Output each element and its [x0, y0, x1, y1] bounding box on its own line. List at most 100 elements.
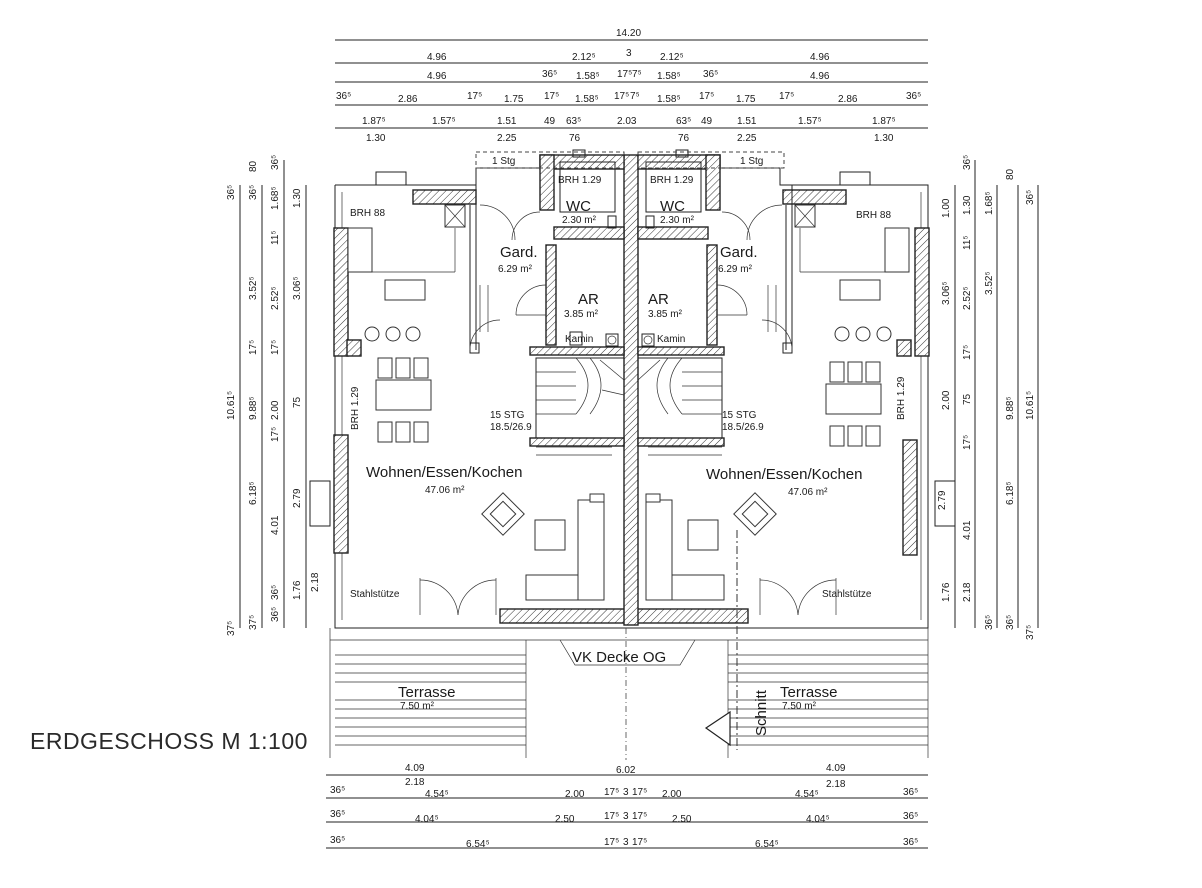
brh-label: BRH 1.29: [350, 386, 361, 430]
dim-left: 2.52⁵: [270, 286, 281, 310]
top-dimension-chains: 14.20 4.96 2.12⁵ 3 2.12⁵ 4.96 4.96 36⁵ 1…: [335, 28, 928, 144]
dim-left: 37⁵: [248, 615, 259, 630]
dim-top-4: 1.51: [497, 116, 517, 127]
dim-top-2: 17⁵: [617, 69, 632, 80]
dim-bottom-1: 4.09: [826, 763, 846, 774]
brh-label: BRH 88: [350, 208, 385, 219]
dim-right: 2.52⁵: [962, 286, 973, 310]
room-area-wc: 2.30 m²: [660, 215, 695, 226]
room-area-wc: 2.30 m²: [562, 215, 597, 226]
staircase-right: [637, 357, 725, 456]
dim-right: 36⁵: [962, 155, 973, 170]
right-dimension-chains: 10.61⁵ 9.88⁵ 6.18⁵ 3.52⁵ 2.52⁵ 3.06⁵ 1.3…: [937, 155, 1039, 640]
dim-right: 37⁵: [1025, 625, 1036, 640]
stairs-label: 15 STG: [490, 410, 525, 421]
dim-bottom-4: 6.54⁵: [466, 839, 490, 850]
dim-top-4b: 76: [569, 133, 581, 144]
dim-bottom-3: 17⁵: [604, 811, 619, 822]
left-dimension-chains: 10.61⁵ 9.88⁵ 3.52⁵ 6.18⁵ 2.52⁵ 3.06⁵ 1.3…: [226, 155, 321, 636]
dim-top-3: 1.58⁵: [657, 94, 681, 105]
step-label: 1 Stg: [492, 156, 515, 167]
dim-left: 4.01: [270, 515, 281, 535]
dim-bottom-2: 3: [623, 787, 629, 798]
brh-label: BRH 1.29: [650, 175, 694, 186]
column-label: Stahlstütze: [350, 589, 400, 600]
room-labels-left: 1 Stg BRH 1.29 WC 2.30 m² BRH 88 Gard. 6…: [350, 156, 602, 712]
dim-top-4: 1.87⁵: [362, 116, 386, 127]
dim-top-4b: 1.30: [366, 133, 386, 144]
dim-top-4: 1.57⁵: [798, 116, 822, 127]
dim-bottom-4: 17⁵: [632, 837, 647, 848]
dim-top-4b: 76: [678, 133, 690, 144]
dim-left: 11⁵: [270, 230, 281, 245]
furniture-right: [645, 204, 910, 601]
dim-top-4b: 1.30: [874, 133, 894, 144]
dim-top-3: 1.75: [736, 94, 756, 105]
dim-left: 36⁵: [270, 155, 281, 170]
dim-bottom-4: 36⁵: [330, 835, 345, 846]
dim-left: 3.06⁵: [292, 276, 303, 300]
bottom-dimension-chains: 4.09 6.02 4.09 2.18 2.18 36⁵ 4.54⁵ 2.00 …: [326, 763, 928, 850]
dim-top-3: 17⁵: [699, 91, 714, 102]
drawing-title: ERDGESCHOSS M 1:100: [30, 728, 308, 754]
dim-right: 4.01: [962, 520, 973, 540]
dim-top-4: 49: [701, 116, 713, 127]
dim-top-1: 3: [626, 48, 632, 59]
room-area-ar: 3.85 m²: [648, 309, 683, 320]
dim-top-3: 2.86: [398, 94, 418, 105]
section-marker: [704, 530, 738, 750]
entrance-step-left: [475, 151, 625, 169]
dim-bottom-2: 17⁵: [632, 787, 647, 798]
dim-right: 36⁵: [984, 615, 995, 630]
dim-bottom-1: 4.09: [405, 763, 425, 774]
dim-right: 6.18⁵: [1005, 481, 1016, 505]
dim-top-4: 1.57⁵: [432, 116, 456, 127]
door-swings: [419, 204, 837, 616]
column-label: Stahlstütze: [822, 589, 872, 600]
dim-left: 9.88⁵: [248, 396, 259, 420]
dim-right: 2.79: [937, 490, 948, 510]
interior-walls-left: [469, 185, 625, 356]
dim-top-3: 1.75: [504, 94, 524, 105]
ceiling-label: VK Decke OG: [572, 649, 666, 666]
terrace-hatching: [329, 628, 929, 760]
dim-left: 80: [248, 160, 259, 172]
terrace-name: Terrasse: [398, 684, 456, 701]
dim-top-4: 63⁵: [566, 116, 581, 127]
dim-bottom-4: 36⁵: [903, 837, 918, 848]
room-area-ar: 3.85 m²: [564, 309, 599, 320]
dim-top-2: 1.58⁵: [657, 71, 681, 82]
wc-block-right: [637, 149, 721, 240]
dim-left: 36⁵: [270, 607, 281, 622]
dim-left: 36⁵: [226, 185, 237, 200]
dim-top-3: 17⁵: [779, 91, 794, 102]
dim-bottom-1: 6.02: [616, 765, 636, 776]
dim-bottom-3: 36⁵: [903, 811, 918, 822]
dim-left: 75: [292, 396, 303, 408]
dim-bottom-3: 4.04⁵: [806, 814, 830, 825]
interior-walls-right: [637, 185, 793, 356]
wc-block-left: [539, 149, 625, 240]
wardrobe-marks: [479, 285, 777, 332]
dim-bottom-3: 17⁵: [632, 811, 647, 822]
dim-right: 36⁵: [1005, 615, 1016, 630]
dim-right: 1.68⁵: [984, 191, 995, 215]
dim-top-3: 2.86: [838, 94, 858, 105]
dim-left: 2.79: [292, 488, 303, 508]
kamin-label: Kamin: [565, 334, 593, 345]
dim-top-1: 4.96: [427, 52, 447, 63]
dim-top-4: 63⁵: [676, 116, 691, 127]
dim-top-4: 1.87⁵: [872, 116, 896, 127]
terrace-area: 7.50 m²: [782, 701, 817, 712]
room-name-ar: AR: [648, 291, 669, 308]
dim-top-1: 2.12⁵: [660, 52, 684, 63]
room-name-wc: WC: [566, 198, 591, 215]
step-label: 1 Stg: [740, 156, 763, 167]
terrace-name: Terrasse: [780, 684, 838, 701]
dim-bottom-2: 17⁵: [604, 787, 619, 798]
dim-top-3: 7⁵: [630, 91, 640, 102]
dim-right: 9.88⁵: [1005, 396, 1016, 420]
entrance-step-right: [637, 151, 785, 169]
room-name-gard: Gard.: [500, 244, 538, 261]
